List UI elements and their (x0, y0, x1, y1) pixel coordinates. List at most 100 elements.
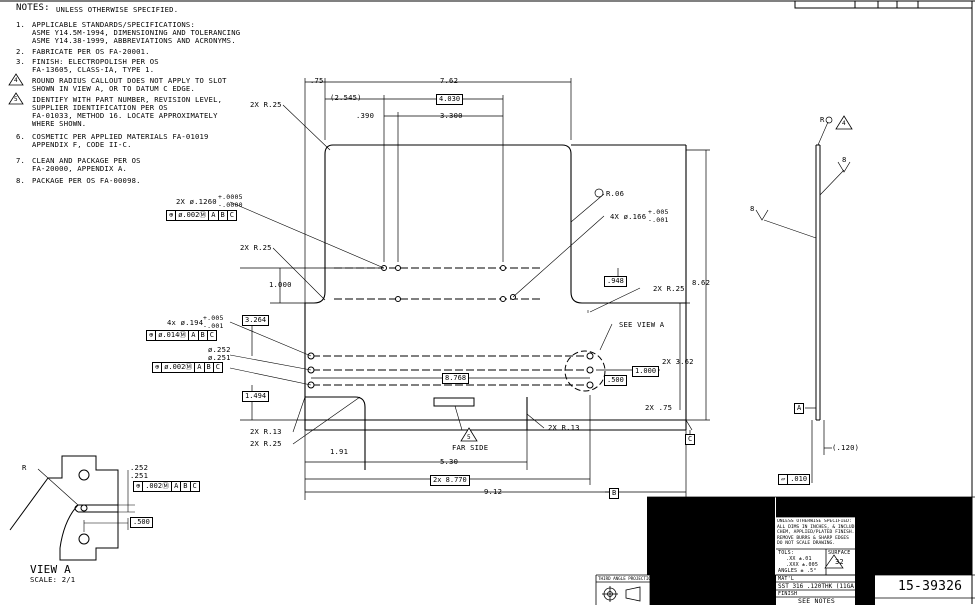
dim-hole194: 4x ø.194 (167, 318, 204, 327)
fcf-2: ⊕ ø.014Ⓜ A B C (146, 330, 217, 341)
note-8-line: PACKAGE PER OS FA-00098. (32, 176, 141, 185)
note-5-line: SUPPLIER IDENTIFICATION PER OS (32, 103, 168, 112)
surface-value: 32 (835, 558, 844, 566)
flatness-fcf: ▱ .010 (778, 474, 811, 485)
flatness-icon: ▱ (778, 474, 789, 485)
datum-b: B (609, 488, 620, 499)
dim-252: ø.252 (208, 345, 231, 354)
dim-4030: 4.030 (436, 94, 464, 105)
far-side-marking (433, 397, 475, 407)
view-a-r: R (22, 463, 27, 472)
note-4-line: SHOWN IN VIEW A, OR TO DATUM C EDGE. (32, 84, 195, 93)
matl-value-wrap: SST 316 .120THK (11GA) (778, 583, 854, 590)
r06-symbol (594, 188, 604, 198)
datum-c: C (685, 434, 696, 445)
note4-triangle-side (835, 115, 853, 130)
dim-530: 5.30 (440, 457, 459, 466)
dim-762: 7.62 (440, 76, 459, 85)
third-angle-label: THIRD ANGLE PROJECTION (598, 576, 654, 581)
finish-label: FINISH (778, 591, 798, 597)
matl-label: MAT'L (778, 576, 795, 582)
finish-value: SEE NOTES (798, 597, 836, 605)
drawing-number: 15-39326 (898, 579, 963, 594)
note-5-line: IDENTIFY WITH PART NUMBER, REVISION LEVE… (32, 95, 223, 104)
tolerance-notes: UNLESS OTHERWISE SPECIFIED: ALL DIMS IN … (777, 519, 855, 547)
dim-hole1260-tol-plus: +.0005 (218, 193, 243, 201)
tol-angles: ANGLES ± .5° (778, 568, 817, 574)
fcf-1-cell: ø.002Ⓜ (176, 210, 210, 221)
tols-label: TOLS: (778, 550, 795, 556)
note-8-num: 8. (16, 176, 26, 185)
fcf-3-cell: C (213, 362, 223, 373)
dim-r06: R.06 (606, 189, 625, 198)
note4-triangle (8, 73, 24, 86)
dim-hole1260: 2X ø.1260 (176, 197, 217, 206)
surface-label: SURFACE (828, 550, 851, 556)
fcf-3: ⊕ ø.002Ⓜ A B C (152, 362, 223, 373)
tol-xxx: .XXX ±.005 (786, 562, 819, 568)
leader-lines (229, 104, 641, 445)
dim-075-top: .75 (310, 76, 324, 85)
dim-r25-c: 2X R.25 (653, 284, 685, 293)
view-a-251: .251 (130, 471, 149, 480)
note-4-num: 4 (14, 77, 18, 84)
dim-r13-b: 2X R.13 (548, 423, 580, 432)
notes-subheader: UNLESS OTHERWISE SPECIFIED. (56, 5, 179, 14)
fcf-3-cell: ⊕ (152, 362, 163, 373)
view-a-detail-circle (564, 350, 606, 392)
view-a-500: .500 (130, 517, 153, 528)
holes (307, 265, 594, 389)
dim-hole1260-tol-minus: -.0000 (218, 201, 243, 209)
note-1-line: ASME Y14.5M-1994, DIMENSIONING AND TOLER… (32, 28, 241, 37)
note-1-num: 1. (16, 20, 26, 29)
fcf-1-cell: ⊕ (166, 210, 177, 221)
dim-862: 8.62 (692, 278, 711, 287)
tol-line: UNLESS OTHERWISE SPECIFIED: (777, 519, 852, 524)
see-view-a-label: SEE VIEW A (619, 320, 665, 329)
view-a-fcf-cell: .002Ⓜ (143, 481, 173, 492)
fcf-2-cell: B (198, 330, 208, 341)
dim-r25-d: 2X R.25 (250, 439, 282, 448)
dim-075-b: 2X .75 (645, 403, 673, 412)
plate-outline (304, 144, 687, 470)
dim-hole166-tol-minus: -.001 (648, 216, 669, 224)
dim-r25-b: 2X R.25 (240, 243, 272, 252)
fcf-1-cell: B (218, 210, 228, 221)
note-6-num: 6. (16, 132, 26, 141)
fcf-3-cell: A (195, 362, 205, 373)
slots (312, 267, 590, 386)
note-6-line: COSMETIC PER APPLIED MATERIALS FA-01019 (32, 132, 209, 141)
note-6-line: APPENDIX F, CODE II-C. (32, 140, 132, 149)
view-a-title: VIEW A (30, 563, 71, 576)
view-a-fcf: ⊕ .002Ⓜ A B C (133, 481, 200, 492)
fcf-3-cell: ø.002Ⓜ (162, 362, 196, 373)
datum-a: A (794, 403, 805, 414)
dim-2545: (2.545) (330, 93, 362, 102)
view-a-scale: SCALE: 2/1 (30, 575, 76, 584)
view-a-fcf-cell: A (172, 481, 182, 492)
fcf-2-cell: A (189, 330, 199, 341)
tol-line: REMOVE BURRS & SHARP EDGES (777, 535, 849, 541)
revision-block (794, 0, 973, 9)
view-a-fcf-cell: B (181, 481, 191, 492)
tol-line: ALL DIMS IN INCHES, & INCLUDE (777, 524, 855, 530)
note5-triangle (8, 92, 24, 105)
view-a (9, 455, 135, 561)
dim-3300: 3.300 (440, 111, 463, 120)
dimension-lines (240, 78, 710, 500)
dim-390: .390 (356, 111, 375, 120)
dim-hole194-tol-plus: +.005 (203, 314, 224, 322)
dim-500: .500 (604, 375, 627, 386)
tol-xx: .XX ±.01 (786, 556, 812, 562)
title-block-black-bottom (650, 575, 776, 605)
title-block-black-right (855, 497, 972, 575)
note-5-line: WHERE SHOWN. (32, 119, 87, 128)
dim-8768: 8.768 (442, 373, 470, 384)
far-side-note-num: 5 (467, 434, 471, 441)
dim-3264: 3.264 (242, 315, 270, 326)
title-block-black-left (647, 497, 775, 575)
tol-line: DO NOT SCALE DRAWING. (777, 541, 836, 546)
fcf-2-cell: ø.014Ⓜ (156, 330, 190, 341)
